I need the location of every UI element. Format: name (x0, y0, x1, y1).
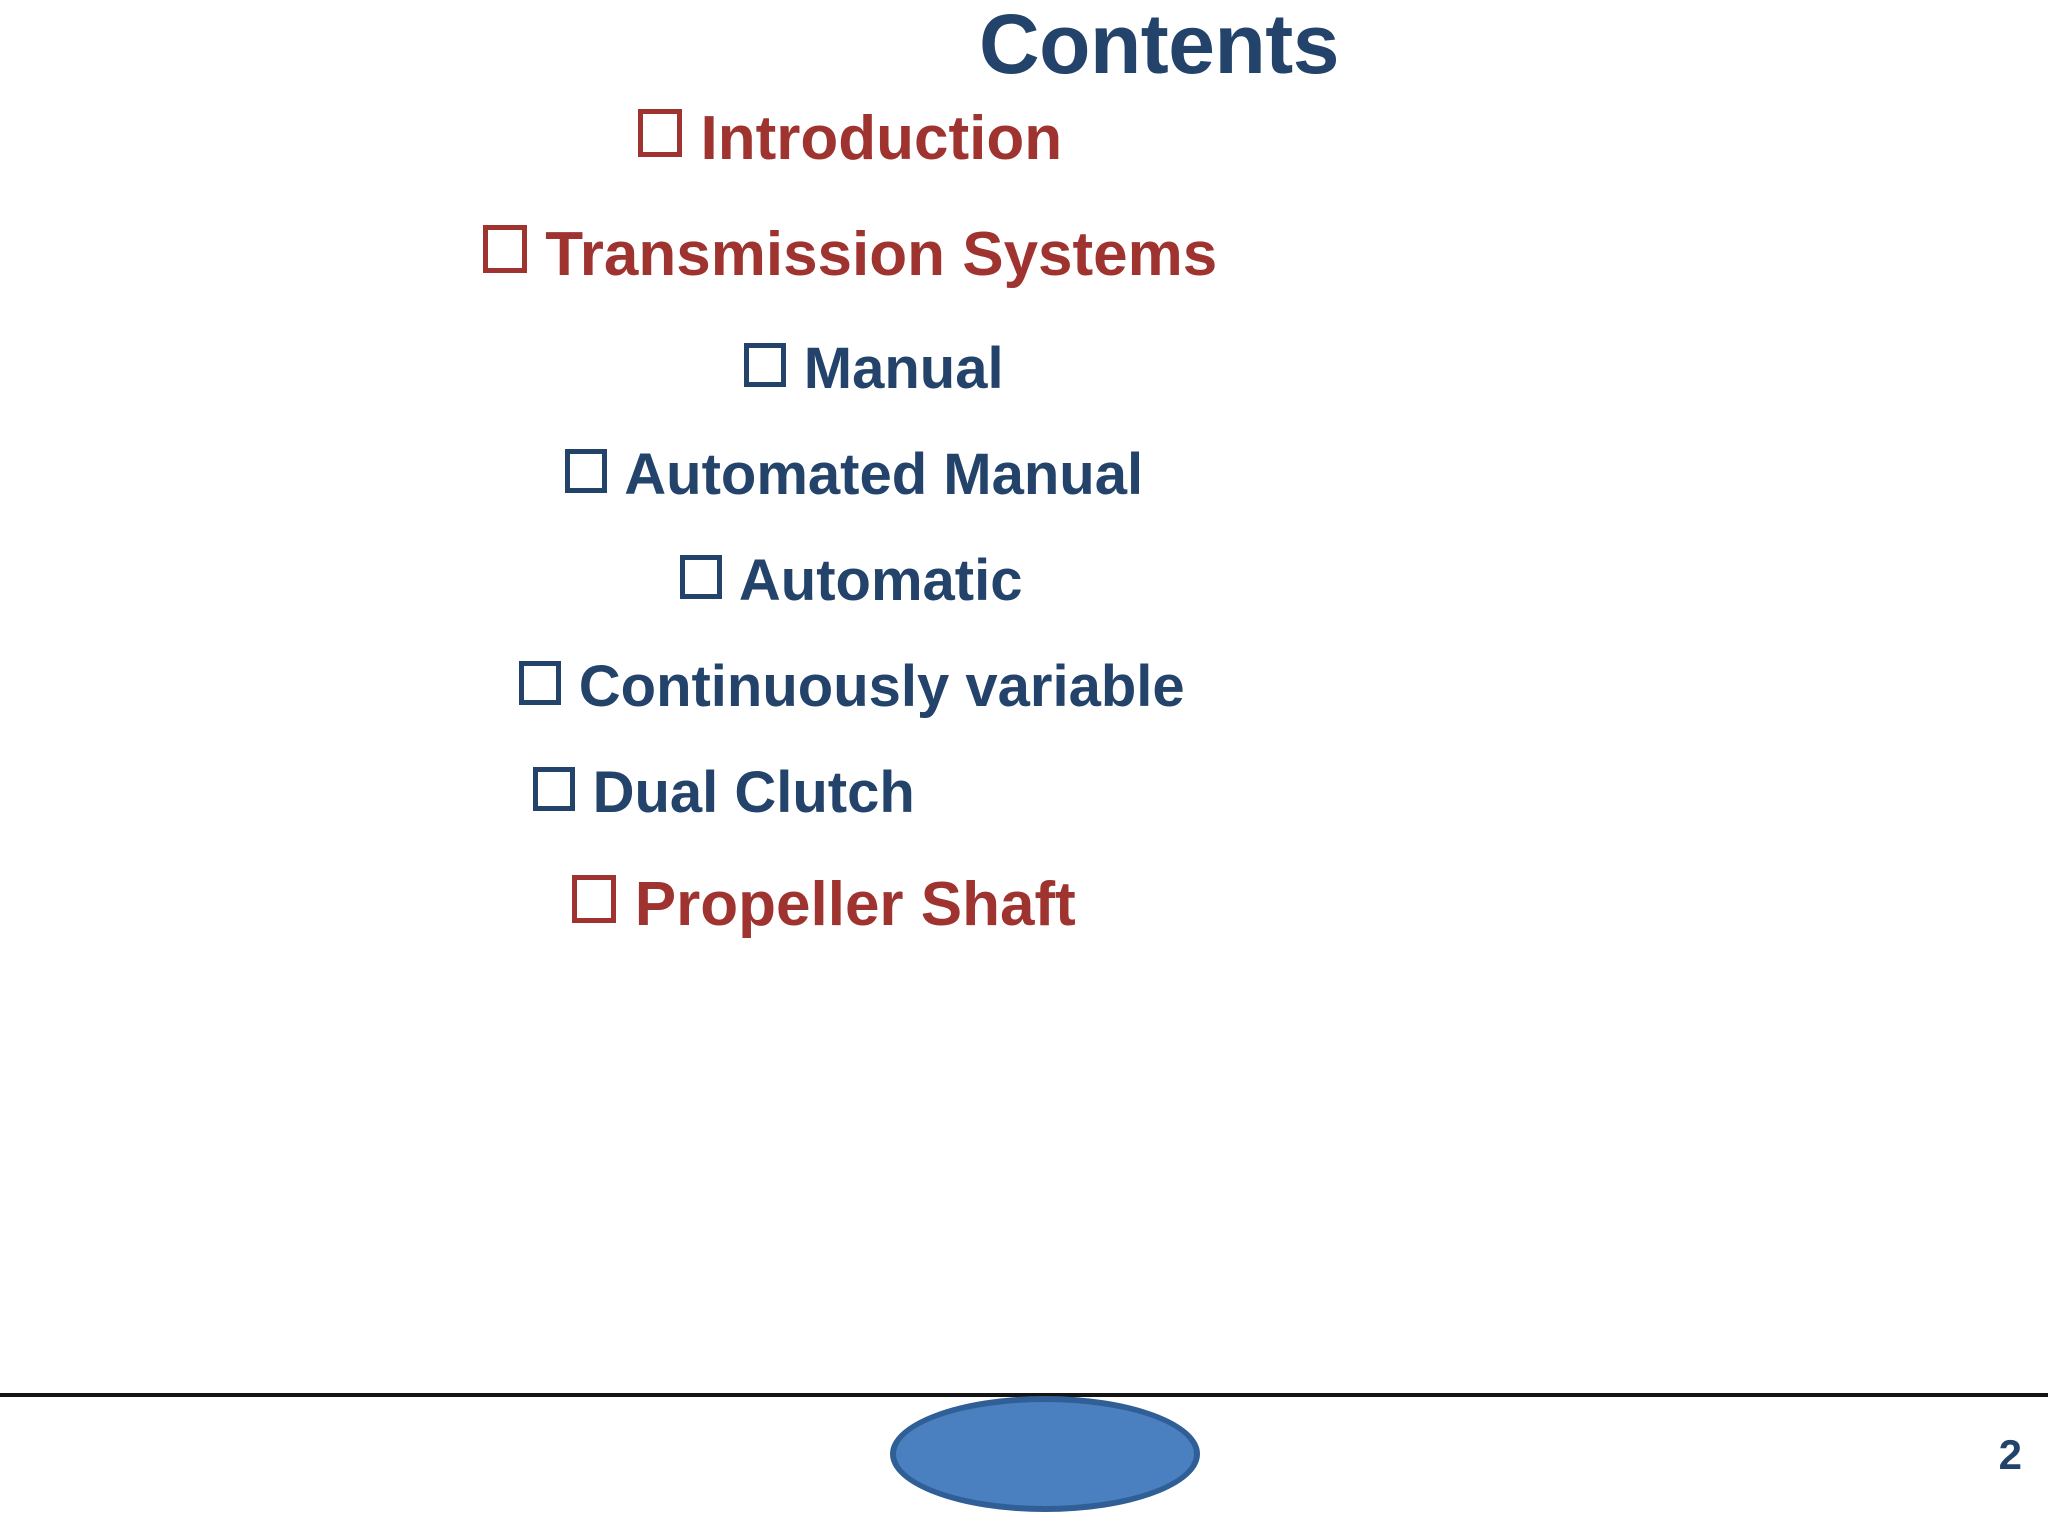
contents-item-automated-manual[interactable]: Automated Manual (0, 446, 1878, 504)
hollow-square-bullet-icon (519, 661, 562, 705)
hollow-square-bullet-icon (679, 555, 722, 599)
contents-item-introduction-inner: Introduction (637, 108, 1062, 170)
page-number: 2 (1998, 1431, 2022, 1478)
contents-item-propeller-shaft[interactable]: Propeller Shaft (0, 874, 1848, 936)
contents-item-manual[interactable]: Manual (0, 340, 1898, 398)
footer-ellipse-decoration (890, 1396, 1200, 1512)
hollow-square-bullet-icon (564, 449, 607, 493)
hollow-square-bullet-icon (572, 875, 617, 923)
hollow-square-bullet-icon (533, 767, 576, 811)
contents-item-label: Automatic (738, 548, 1023, 613)
page-title: Contents (979, 0, 1339, 91)
contents-item-label: Transmission Systems (545, 220, 1218, 289)
contents-item-label: Propeller Shaft (634, 870, 1076, 939)
contents-item-label: Continuously variable (578, 654, 1185, 719)
contents-item-propeller-shaft-inner: Propeller Shaft (572, 874, 1076, 936)
contents-item-label: Manual (803, 336, 1004, 401)
hollow-square-bullet-icon (744, 343, 787, 387)
hollow-square-bullet-icon (637, 109, 682, 157)
contents-item-manual-inner: Manual (744, 340, 1004, 398)
contents-item-label: Dual Clutch (592, 760, 915, 825)
contents-item-transmission-systems[interactable]: Transmission Systems (0, 224, 1874, 286)
contents-item-introduction[interactable]: Introduction (0, 108, 1874, 170)
contents-item-transmission-systems-inner: Transmission Systems (482, 224, 1217, 286)
contents-item-automatic[interactable]: Automatic (0, 552, 1875, 610)
contents-item-label: Automated Manual (624, 442, 1144, 507)
contents-item-automatic-inner: Automatic (679, 552, 1022, 610)
contents-item-dual-clutch[interactable]: Dual Clutch (0, 764, 1748, 822)
contents-item-automated-manual-inner: Automated Manual (564, 446, 1143, 504)
hollow-square-bullet-icon (482, 225, 527, 273)
contents-list: Introduction Transmission Systems Manual… (0, 108, 2048, 990)
contents-item-continuously-variable-inner: Continuously variable (519, 658, 1185, 716)
footer-divider (0, 1393, 2048, 1397)
contents-item-label: Introduction (700, 104, 1063, 173)
contents-item-continuously-variable[interactable]: Continuously variable (0, 658, 1876, 716)
contents-item-dual-clutch-inner: Dual Clutch (533, 764, 915, 822)
